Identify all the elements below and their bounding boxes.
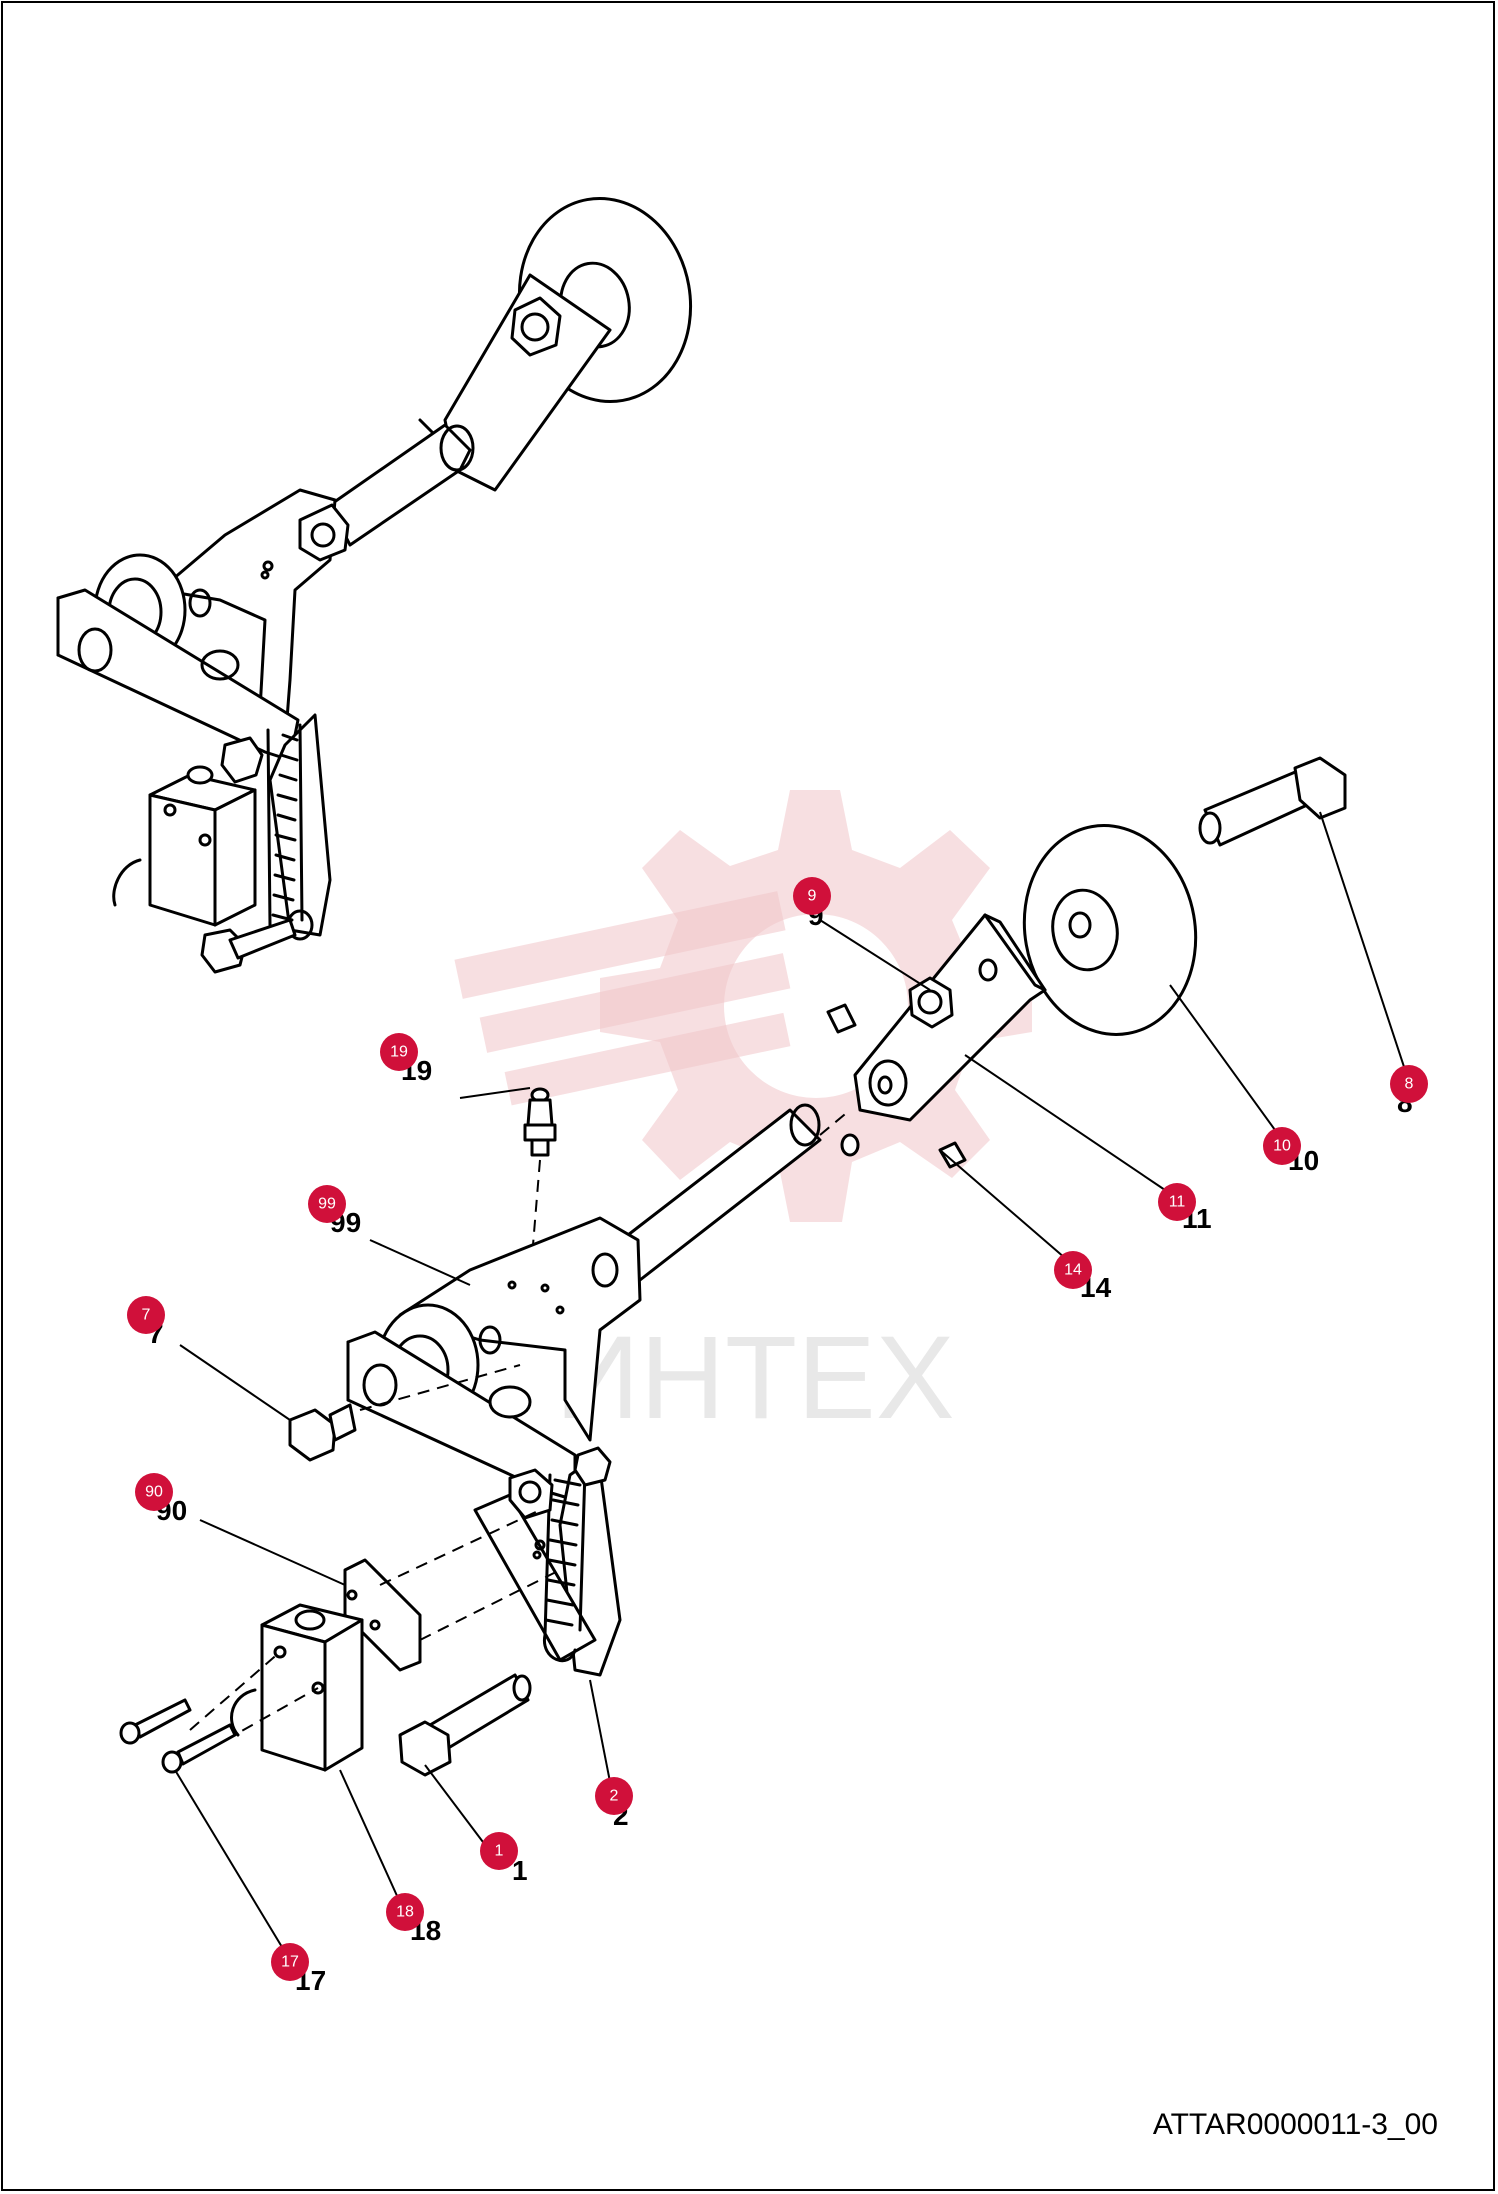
nut-9	[908, 976, 954, 1029]
callout-badge-10[interactable]: 10	[1263, 1127, 1301, 1165]
callout-badges: 9 10 8 11 14 19 99 7 90 2 1 18 17	[127, 877, 1428, 1981]
svg-text:1: 1	[495, 1843, 504, 1860]
svg-text:17: 17	[281, 1954, 299, 1971]
callout-badge-90[interactable]: 90	[135, 1473, 173, 1511]
callout-badge-8[interactable]: 8	[1390, 1065, 1428, 1103]
svg-text:14: 14	[1064, 1262, 1082, 1279]
spring-2	[543, 1468, 587, 1663]
svg-text:10: 10	[1273, 1138, 1291, 1155]
svg-text:90: 90	[145, 1484, 163, 1501]
part-number-1: 1	[512, 1855, 528, 1886]
roller-10	[1022, 824, 1198, 1036]
callout-badge-17[interactable]: 17	[271, 1943, 309, 1981]
svg-text:7: 7	[142, 1307, 151, 1324]
bolt-8	[1198, 756, 1347, 847]
callout-badge-18[interactable]: 18	[386, 1893, 424, 1931]
callout-badge-1[interactable]: 1	[480, 1832, 518, 1870]
grease-nipple-19	[523, 1087, 557, 1157]
svg-text:2: 2	[610, 1788, 619, 1805]
svg-text:99: 99	[318, 1196, 336, 1213]
svg-text:8: 8	[1405, 1076, 1414, 1093]
callout-badge-14[interactable]: 14	[1054, 1251, 1092, 1289]
leader-lines	[174, 811, 1411, 1953]
svg-text:9: 9	[808, 888, 817, 905]
callout-badge-19[interactable]: 19	[380, 1033, 418, 1071]
switch-18	[230, 1603, 364, 1772]
svg-text:18: 18	[396, 1904, 414, 1921]
callout-badge-7[interactable]: 7	[127, 1296, 165, 1334]
bolt-7	[288, 1403, 357, 1462]
callout-badge-9[interactable]: 9	[793, 877, 831, 915]
svg-text:11: 11	[1169, 1194, 1186, 1211]
upper-assembly	[56, 196, 693, 974]
callout-badge-11[interactable]: 11	[1158, 1183, 1196, 1221]
watermark-gear-icon	[454, 790, 1032, 1222]
watermark-text: ИНТЕХ	[555, 1312, 955, 1444]
screws-17	[119, 1698, 237, 1774]
callout-badge-2[interactable]: 2	[595, 1777, 633, 1815]
bolt-1	[398, 1673, 532, 1777]
svg-text:19: 19	[390, 1044, 408, 1061]
document-id: ATTAR0000011-3_00	[1152, 2108, 1438, 2141]
callout-badge-99[interactable]: 99	[308, 1185, 346, 1223]
exploded-assembly	[119, 756, 1347, 1777]
